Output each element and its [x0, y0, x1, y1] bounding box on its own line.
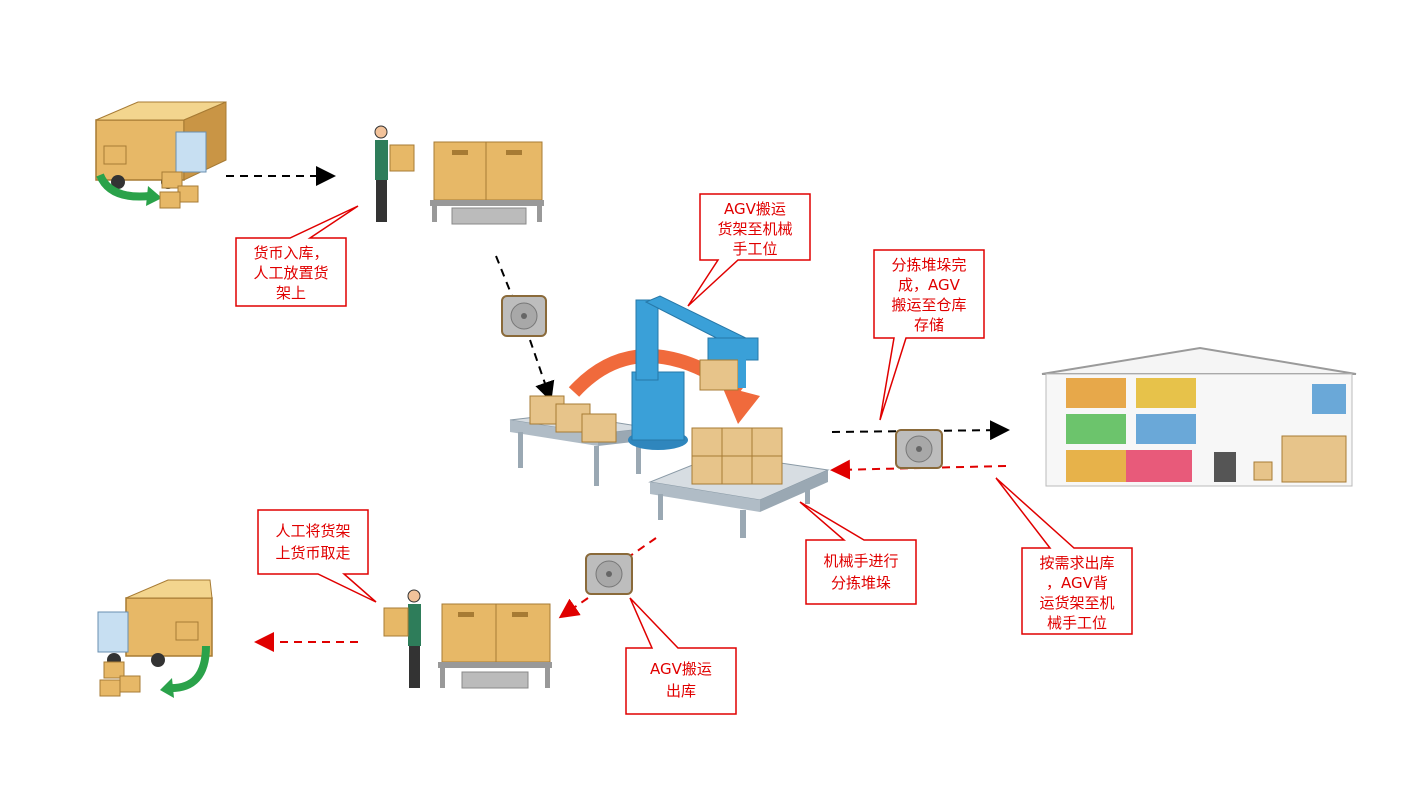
callout-inbound-line-2: 人工放置货	[253, 264, 328, 282]
callout-manual-remove-line-1: 人工将货架	[275, 522, 350, 540]
arrow-outbound-2	[558, 597, 589, 619]
callout-robot-sorting-line-2: 分拣堆垛	[831, 574, 891, 592]
callout-sorting-done-line-4: 存储	[914, 316, 944, 334]
callout-sorting-done: 分拣堆垛完 成，AGV 搬运至仓库 存储	[873, 249, 985, 421]
agv-robot-icon-1	[501, 295, 547, 337]
callout-sorting-done-line-3: 搬运至仓库	[891, 296, 966, 314]
callout-on-demand-line-3: 运货架至机	[1039, 594, 1114, 612]
callout-agv-to-robot-line-1: AGV搬运	[724, 200, 786, 218]
callout-robot-sorting: 机械手进行 分拣堆垛	[799, 501, 917, 605]
callout-inbound: 货币入库， 人工放置货 架上	[235, 205, 359, 307]
worker-outbound-icon	[383, 589, 421, 688]
callout-sorting-done-line-2: 成，AGV	[898, 276, 961, 294]
callout-sorting-done-line-1: 分拣堆垛完	[891, 256, 966, 274]
shelf-inbound-icon	[430, 141, 544, 225]
callout-inbound-line-1: 货币入库，	[253, 244, 328, 262]
shelf-outbound-icon	[438, 603, 552, 689]
callout-on-demand-line-2: ，AGV背	[1046, 574, 1108, 592]
callout-on-demand-line-1: 按需求出库	[1039, 554, 1114, 572]
callout-agv-outbound-line-1: AGV搬运	[650, 660, 712, 678]
warehouse-icon	[1041, 346, 1357, 487]
callout-inbound-line-3: 架上	[276, 284, 306, 302]
callout-robot-sorting-line-1: 机械手进行	[823, 552, 898, 570]
truck-inbound-icon	[95, 101, 227, 209]
truck-outbound-icon	[97, 579, 213, 698]
arrow-inbound-3	[529, 339, 555, 402]
arrow-outbound-1	[629, 537, 657, 557]
arrow-inbound-2	[495, 255, 513, 297]
callout-agv-to-robot-line-3: 手工位	[732, 240, 777, 258]
callout-agv-outbound-line-2: 出库	[666, 682, 696, 700]
transfer-arrow-head	[722, 386, 760, 424]
callout-agv-to-robot-line-2: 货架至机械	[717, 220, 792, 238]
callout-on-demand: 按需求出库 ，AGV背 运货架至机 械手工位	[995, 477, 1133, 635]
worker-inbound-icon	[374, 125, 415, 222]
callout-manual-remove-line-2: 上货币取走	[275, 544, 350, 562]
callout-on-demand-line-4: 械手工位	[1047, 614, 1107, 632]
callout-agv-outbound: AGV搬运 出库	[625, 597, 737, 715]
conveyor-right-icon	[648, 427, 830, 538]
robot-arm-icon	[628, 295, 759, 450]
callout-agv-to-robot: AGV搬运 货架至机械 手工位	[687, 193, 811, 307]
agv-robot-icon-3	[585, 553, 633, 595]
agv-robot-icon-2	[895, 429, 943, 469]
callout-manual-remove: 人工将货架 上货币取走	[257, 509, 377, 603]
